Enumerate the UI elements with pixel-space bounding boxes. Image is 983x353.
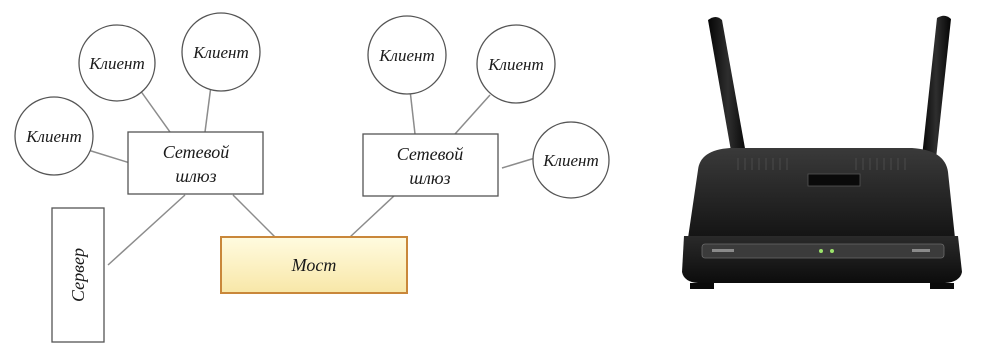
client-node: Клиент [476, 24, 556, 104]
client-label: Клиент [378, 46, 434, 65]
server-node: Сервер [51, 207, 105, 343]
client-label: Клиент [88, 54, 144, 73]
client-label: Клиент [542, 151, 598, 170]
status-led-icon [819, 249, 823, 253]
link-client4-gw2 [409, 89, 416, 135]
gateway-node: Сетевой шлюз [127, 131, 264, 195]
client-node: Клиент [181, 12, 261, 92]
gateway-node: Сетевой шлюз [362, 133, 499, 197]
client-node: Клиент [78, 24, 156, 102]
status-led-icon [830, 249, 834, 253]
client-node: Клиент [532, 121, 610, 199]
client-label: Клиент [192, 43, 248, 62]
client-node: Клиент [367, 15, 447, 95]
link-gw1-bridge [232, 194, 276, 238]
antenna-left-icon [708, 17, 748, 168]
link-server-gw1 [107, 194, 186, 266]
client-node: Клиент [14, 96, 94, 176]
link-gw2-bridge [349, 194, 396, 238]
client-label: Клиент [25, 127, 81, 146]
link-client2-gw1 [139, 89, 171, 133]
bridge-label: Мост [291, 255, 337, 275]
gateway-label-line1: Сетевой [163, 142, 229, 162]
link-client1-gw1 [87, 149, 131, 164]
gateway-label-line2: шлюз [409, 168, 450, 188]
gateway-label-line1: Сетевой [397, 144, 463, 164]
bridge-node: Мост [220, 236, 408, 294]
router-photo [682, 15, 962, 289]
gateway-label-line2: шлюз [175, 166, 216, 186]
client-label: Клиент [487, 55, 543, 74]
brand-logo-plate [807, 173, 861, 187]
link-client5-gw2 [454, 94, 491, 135]
link-client6-gw2 [501, 157, 536, 169]
server-label: Сервер [68, 248, 88, 302]
antenna-right-icon [921, 15, 951, 168]
